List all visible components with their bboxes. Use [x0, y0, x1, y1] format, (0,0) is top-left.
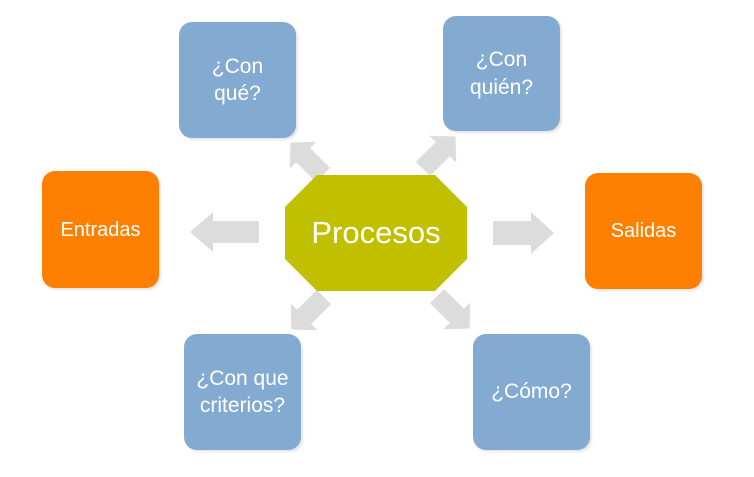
node-con-que: ¿Con qué? [179, 22, 296, 138]
arrow-to-con-quien [415, 135, 457, 177]
node-como: ¿Cómo? [473, 334, 590, 450]
node-con-quien: ¿Con quién? [443, 16, 560, 131]
node-con-que-criterios: ¿Con que criterios? [184, 334, 301, 450]
node-entradas: Entradas [42, 171, 159, 288]
center-octagon [285, 175, 467, 291]
arrow-to-entradas [190, 212, 259, 252]
node-salidas: Salidas [585, 173, 702, 289]
arrow-to-salidas [493, 212, 554, 254]
center-label: Procesos [311, 215, 441, 250]
arrow-to-como [429, 288, 471, 330]
arrow-to-criterios [290, 289, 332, 331]
arrow-to-con-que [289, 141, 331, 183]
